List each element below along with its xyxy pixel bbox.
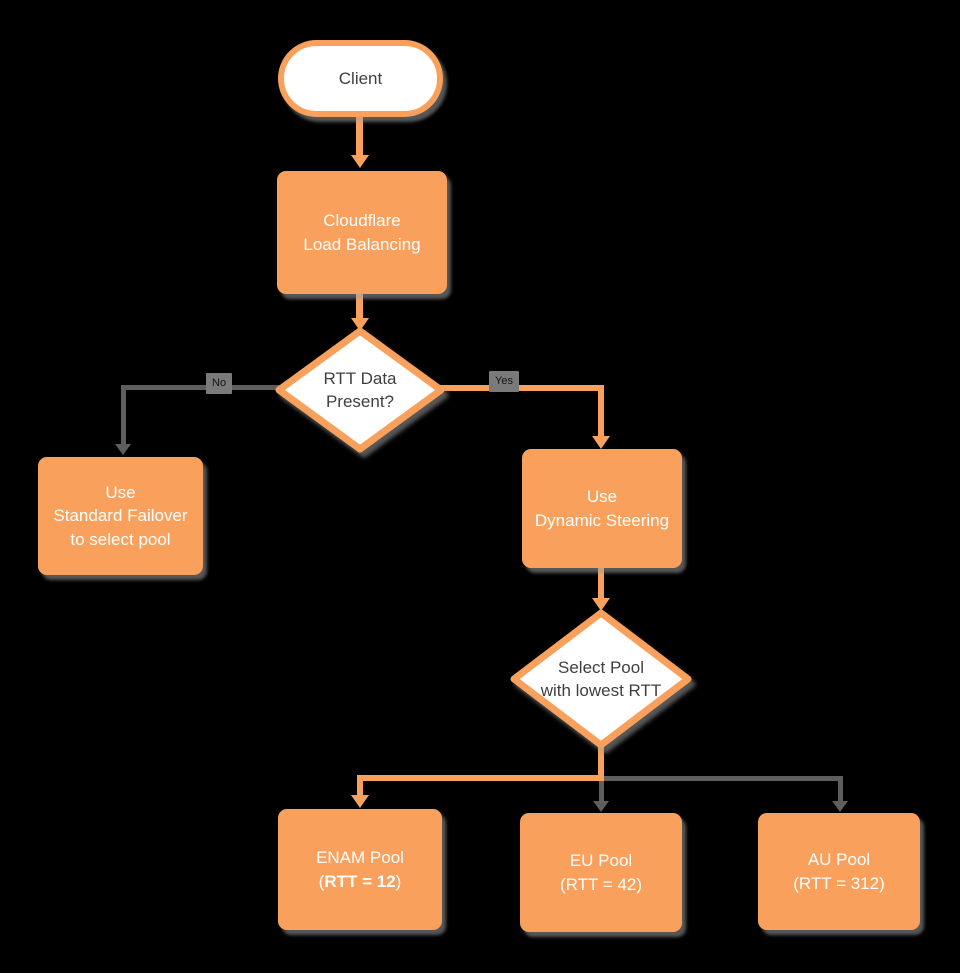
node-label-line: Load Balancing [303,234,421,254]
node-label-line: RTT Data [323,368,397,388]
edge-to-au-vertical [838,776,843,802]
diamond-shape [510,609,692,749]
node-label-line: Cloudflare [323,211,401,231]
edge-no-horizontal [121,385,287,390]
node-label-line: Use [586,487,618,507]
edge-yes-vertical [598,385,604,438]
node-enam-pool: ENAM Pool (RTT = 12) [278,809,442,930]
node-label-line: Present? [325,392,395,411]
node-cloudflare-load-balancing: Cloudflare Load Balancing [277,171,447,294]
rtt-paren-close: ) [395,871,402,891]
node-client-label: Client [338,68,383,88]
node-label-line: Select Pool [558,657,644,677]
arrowhead-down-icon [832,801,848,812]
edge-label-yes: Yes [489,371,519,392]
node-use-dynamic-steering: Use Dynamic Steering [522,449,682,568]
node-label-line: Dynamic Steering [534,510,670,530]
node-label-line: AU Pool [807,850,871,870]
node-label-line: ENAM Pool [316,848,404,868]
node-label-line: Use [105,482,136,502]
node-label-line: (RTT = 312) [793,873,885,893]
edge-no-vertical [121,385,126,445]
diamond-shape [275,327,445,453]
node-label-line: to select pool [70,529,171,549]
node-label-line: EU Pool [569,851,633,871]
arrowhead-down-icon [592,436,610,449]
edge-to-enam-vertical [357,775,363,797]
node-label-line: (RTT = 42) [559,874,643,894]
node-client: Client [278,40,443,117]
edge-to-enam-horizontal [357,775,604,781]
edge-loadbalancer-to-rtt-decision [356,294,363,320]
edge-select-pool-stub [598,745,604,781]
arrowhead-down-icon [593,801,609,812]
node-label-line: (RTT = 12) [319,870,402,893]
edge-to-eu-vertical [599,781,604,802]
node-eu-pool: EU Pool (RTT = 42) [520,813,682,932]
edge-label-no: No [206,373,233,394]
arrowhead-down-icon [592,598,610,611]
arrowhead-down-icon [115,444,131,455]
arrowhead-down-icon [351,155,369,168]
decision-select-pool-lowest-rtt: Select Pool with lowest RTT [509,608,693,750]
rtt-value-bold: RTT = 12 [324,871,396,891]
node-use-standard-failover: Use Standard Failover to select pool [38,457,203,575]
edge-dynamic-to-select-pool [598,568,604,600]
edge-to-au-horizontal [604,776,843,781]
node-label-line: with lowest RTT [540,681,662,700]
edge-yes-horizontal [434,385,604,391]
decision-rtt-data-present: RTT Data Present? [274,326,446,454]
edge-client-to-loadbalancer [356,115,363,157]
node-au-pool: AU Pool (RTT = 312) [758,813,920,930]
arrowhead-down-icon [351,318,369,331]
rtt-paren-open: ( [318,871,325,891]
node-label-line: Standard Failover [53,506,188,526]
arrowhead-down-icon [351,795,369,808]
